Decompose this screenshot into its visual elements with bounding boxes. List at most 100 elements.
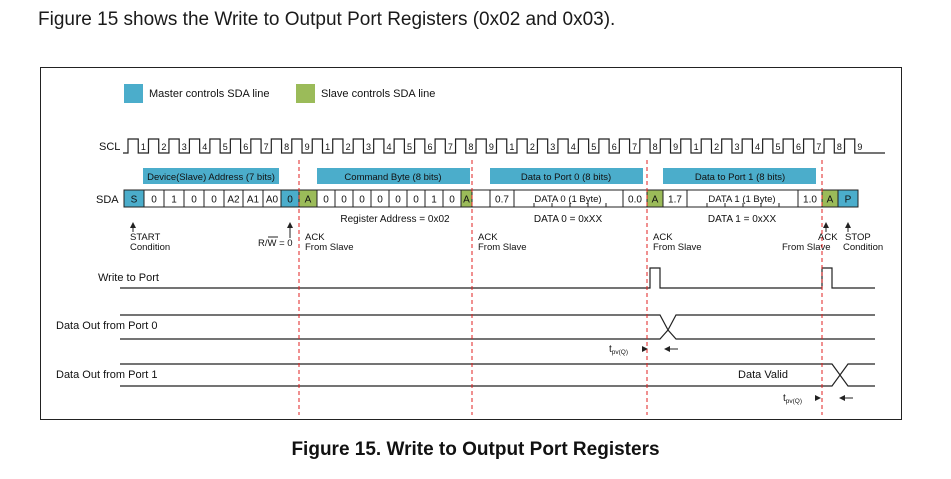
sda-command-cell: A	[463, 195, 470, 206]
sda-command-cell: 0	[395, 195, 401, 206]
sda-stop-cell: P	[845, 195, 852, 206]
start-condition-label: Condition	[130, 242, 170, 253]
scl-clock-label: 4	[571, 142, 576, 152]
sda-command-cell: 0	[323, 195, 329, 206]
scl-clock-label: 3	[182, 142, 187, 152]
scl-clock-label: 9	[673, 142, 678, 152]
legend-master-swatch	[124, 84, 143, 103]
stop-condition-label: Condition	[843, 242, 883, 253]
data-out-port1-waveform	[120, 363, 875, 387]
sda-address-cell: A1	[247, 195, 260, 206]
header-command-block	[317, 168, 470, 184]
tpv-port1-label: tpv(Q)	[783, 393, 802, 405]
scl-clock-label: 2	[714, 142, 719, 152]
scl-clock-label: 1	[694, 142, 699, 152]
scl-clock-label: 3	[366, 142, 371, 152]
legend-slave-label: Slave controls SDA line	[321, 88, 435, 100]
scl-label: SCL	[99, 141, 120, 153]
sda-label: SDA	[96, 194, 119, 206]
sda-cell-box	[471, 189, 491, 208]
scl-clock-label: 4	[202, 142, 207, 152]
scl-clock-label: 7	[448, 142, 453, 152]
sda-stop-cell-box	[837, 189, 859, 208]
tpv-port0-left-arrow-icon	[664, 346, 670, 352]
scl-clock-label: 9	[489, 142, 494, 152]
scl-clock-label: 8	[653, 142, 658, 152]
scl-clock-label: 1	[141, 142, 146, 152]
register-address-label: Register Address = 0x02	[340, 214, 450, 225]
scl-clock-label: 7	[816, 142, 821, 152]
sda-command-cell: 0	[341, 195, 347, 206]
write-to-port-waveform	[120, 267, 875, 289]
rw-arrow-icon	[287, 222, 293, 228]
data-valid-label: Data Valid	[738, 369, 788, 381]
ack-from-slave-label: From Slave	[478, 242, 527, 253]
sda-command-cell: 0	[449, 195, 455, 206]
sda-data0-first-cell: 0.7	[495, 195, 509, 206]
scl-clock-label: 4	[387, 142, 392, 152]
scl-clock-label: 5	[223, 142, 228, 152]
stop-arrow-icon	[845, 222, 851, 228]
ack-final-arrow-icon	[823, 222, 829, 228]
ack-from-slave-label: From Slave	[782, 242, 831, 253]
data-out-port1-label: Data Out from Port 1	[56, 369, 157, 381]
sda-command-cell: 0	[413, 195, 419, 206]
sda-address-cell: 0	[211, 195, 217, 206]
scl-clock-label: 1	[509, 142, 514, 152]
header-data1-block	[663, 168, 816, 184]
sda-data1-first-cell-box	[662, 189, 688, 208]
scl-clock-label: 8	[284, 142, 289, 152]
scl-clock-label: 2	[530, 142, 535, 152]
sda-command-cell: 0	[359, 195, 365, 206]
scl-clock-label: 5	[407, 142, 412, 152]
sda-address-cell: A2	[227, 195, 240, 206]
ack-from-slave-label: From Slave	[653, 242, 702, 253]
scl-waveform	[123, 138, 885, 154]
page-heading: Figure 15 shows the Write to Output Port…	[38, 9, 616, 30]
sda-command-cell: 0	[377, 195, 383, 206]
scl-clock-label: 8	[468, 142, 473, 152]
header-data0-block	[490, 168, 643, 184]
start-arrow-icon	[130, 222, 136, 228]
ack-label: ACK	[305, 232, 325, 243]
scl-clock-label: 6	[796, 142, 801, 152]
scl-clock-label: 8	[837, 142, 842, 152]
tpv-port0-right-arrow-icon	[642, 346, 648, 352]
sda-address-cell: A	[305, 195, 312, 206]
data-out-port0-label: Data Out from Port 0	[56, 320, 157, 332]
ack-label: ACK	[478, 232, 498, 243]
sda-data0-last-cell: 0.0	[628, 195, 642, 206]
header-address-block	[143, 168, 279, 184]
write-to-port-label: Write to Port	[98, 272, 159, 284]
scl-clock-label: 7	[632, 142, 637, 152]
scl-clock-label: 7	[264, 142, 269, 152]
scl-clock-label: 6	[612, 142, 617, 152]
header-command-text: Command Byte (8 bits)	[344, 172, 441, 183]
scl-clock-label: 6	[243, 142, 248, 152]
ack-from-slave-label: From Slave	[305, 242, 354, 253]
tpv-port1-left-arrow-icon	[839, 395, 845, 401]
sda-address-cell: 0	[151, 195, 157, 206]
sda-command-cell: 1	[431, 195, 437, 206]
header-address-text: Device(Slave) Address (7 bits)	[147, 172, 275, 183]
tpv-port1-right-arrow-icon	[815, 395, 821, 401]
rw-label: R/W = 0	[258, 238, 293, 249]
sda-data1-first-cell: 1.7	[668, 195, 682, 206]
scl-clock-label: 4	[755, 142, 760, 152]
start-label: START	[130, 232, 160, 243]
scl-clock-label: 9	[305, 142, 310, 152]
data-out-port0-waveform	[120, 314, 875, 340]
ack-label: ACK	[818, 232, 838, 243]
scl-clock-label: 9	[857, 142, 862, 152]
sda-data0-ack-cell: A	[652, 195, 659, 206]
scl-clock-label: 3	[735, 142, 740, 152]
header-data1-text: Data to Port 1 (8 bits)	[695, 172, 785, 183]
legend-master-label: Master controls SDA line	[149, 88, 269, 100]
sda-address-cell: A0	[266, 195, 279, 206]
sda-address-cell: 0	[287, 195, 293, 206]
legend-slave-swatch	[296, 84, 315, 103]
sda-data1-middle-label: DATA 1 (1 Byte)	[708, 194, 775, 205]
sda-address-cell: 0	[191, 195, 197, 206]
scl-clock-label: 2	[346, 142, 351, 152]
